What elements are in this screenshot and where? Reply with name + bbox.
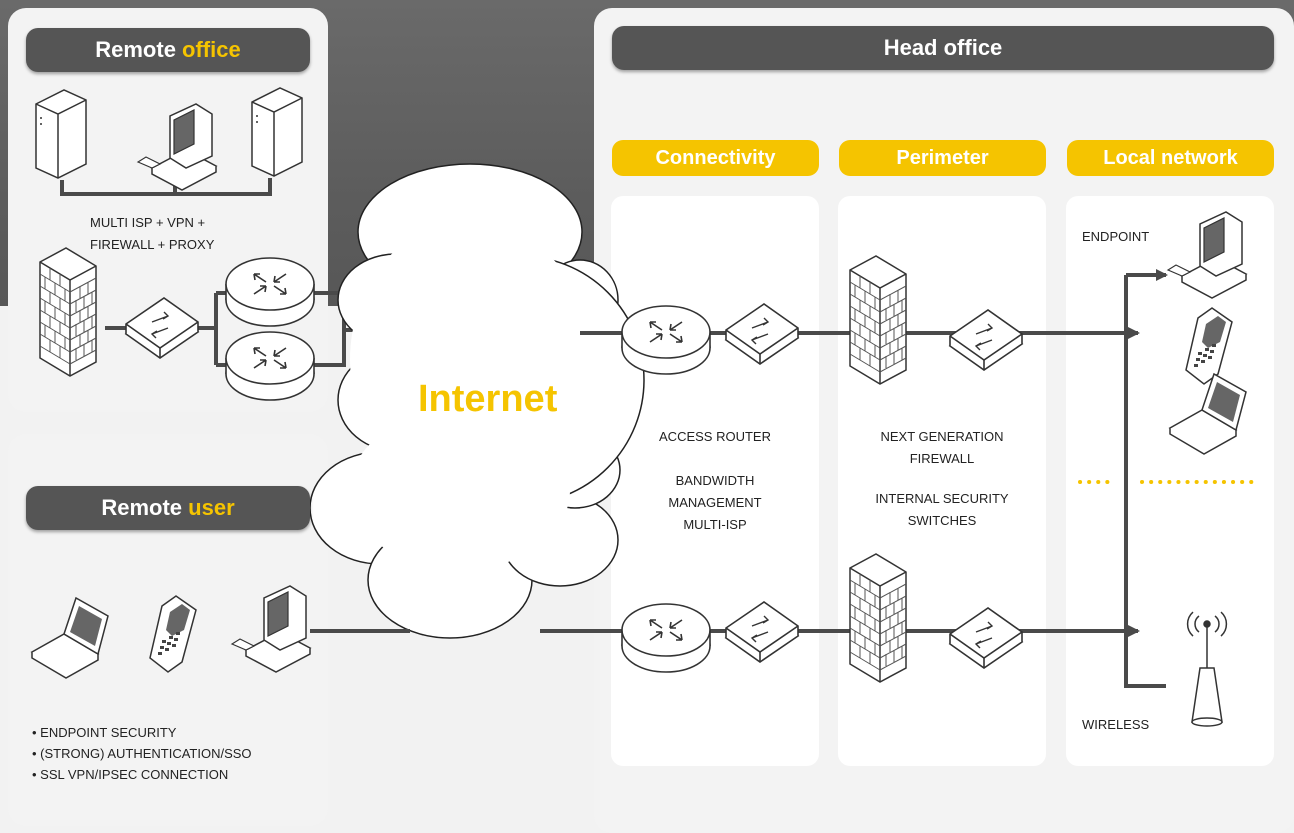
perimeter-labels: NEXT GENERATION FIREWALL INTERNAL SECURI… xyxy=(838,426,1046,532)
switch-icon xyxy=(949,309,1023,371)
firewall-icon xyxy=(39,247,97,377)
connectivity-column xyxy=(611,196,819,766)
switches-label: SWITCHES xyxy=(907,513,977,528)
remote-office-note-line: FIREWALL + PROXY xyxy=(90,237,215,252)
management-label: MANAGEMENT xyxy=(668,495,762,510)
bandwidth-label: BANDWIDTH xyxy=(675,473,755,488)
desktop-computer-icon xyxy=(1167,211,1247,299)
router-icon xyxy=(225,331,315,401)
firewall-icon xyxy=(849,553,907,683)
router-icon xyxy=(225,257,315,327)
wireless-antenna-icon xyxy=(1186,611,1228,727)
local-network-tag: Local network xyxy=(1067,140,1274,176)
router-icon xyxy=(621,305,711,375)
head-office-title: Head office xyxy=(612,26,1274,70)
head-office-title-text: Head office xyxy=(883,35,1003,60)
access-router-label: ACCESS ROUTER xyxy=(659,429,771,444)
internal-security-label: INTERNAL SECURITY xyxy=(875,491,1009,506)
wireless-label: WIRELESS xyxy=(1082,717,1150,732)
firewall-label: FIREWALL xyxy=(909,451,975,466)
bullet-item: • SSL VPN/IPSEC CONNECTION xyxy=(32,767,229,782)
internet-label: Internet xyxy=(418,378,558,420)
remote-office-title-prefix: Remote xyxy=(95,37,183,62)
endpoint-label: ENDPOINT xyxy=(1082,229,1150,244)
remote-office-note-line: MULTI ISP + VPN + xyxy=(90,215,206,230)
switch-icon xyxy=(725,601,799,663)
perimeter-tag: Perimeter xyxy=(839,140,1046,176)
laptop-icon xyxy=(1169,373,1247,455)
switch-icon xyxy=(125,297,199,359)
switch-icon xyxy=(725,303,799,365)
next-generation-label: NEXT GENERATION xyxy=(880,429,1004,444)
mobile-phone-icon xyxy=(1185,307,1233,385)
bullet-item: • (STRONG) AUTHENTICATION/SSO xyxy=(32,746,252,761)
remote-user-title-highlight: user xyxy=(188,495,235,520)
firewall-icon xyxy=(849,255,907,385)
desktop-computer-icon xyxy=(231,585,311,673)
multi-isp-label: MULTI-ISP xyxy=(683,517,747,532)
remote-office-note: MULTI ISP + VPN + FIREWALL + PROXY xyxy=(90,212,214,256)
router-icon xyxy=(621,603,711,673)
connectivity-tag: Connectivity xyxy=(612,140,819,176)
server-icon xyxy=(35,89,87,179)
server-icon xyxy=(251,87,303,177)
remote-user-bullets: • ENDPOINT SECURITY • (STRONG) AUTHENTIC… xyxy=(32,722,252,785)
desktop-computer-icon xyxy=(137,103,217,191)
remote-user-title-prefix: Remote xyxy=(101,495,189,520)
laptop-icon xyxy=(31,597,109,679)
remote-office-title-highlight: office xyxy=(182,37,241,62)
bullet-item: • ENDPOINT SECURITY xyxy=(32,725,177,740)
connectivity-labels: ACCESS ROUTER BANDWIDTH MANAGEMENT MULTI… xyxy=(611,426,819,536)
remote-user-title: Remote user xyxy=(26,486,310,530)
switch-icon xyxy=(949,607,1023,669)
mobile-phone-icon xyxy=(149,595,197,673)
remote-office-title: Remote office xyxy=(26,28,310,72)
